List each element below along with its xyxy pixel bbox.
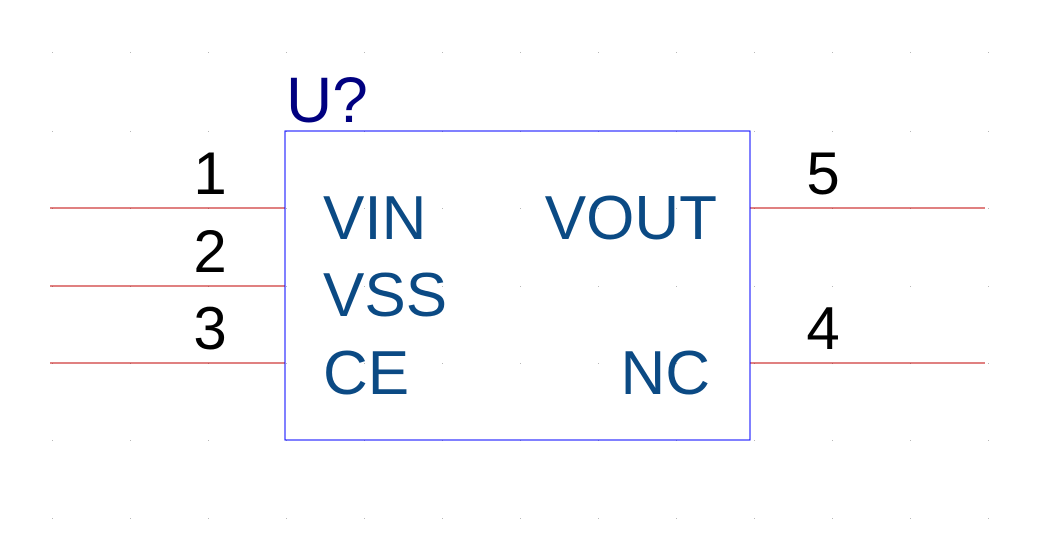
- grid-dot: [442, 208, 443, 209]
- grid-dot: [988, 131, 989, 132]
- grid-dot: [832, 286, 833, 287]
- grid-dot: [52, 131, 53, 132]
- pin-4-name: NC: [620, 339, 710, 408]
- grid-dot: [364, 363, 365, 364]
- grid-dot: [130, 518, 131, 519]
- grid-dot: [598, 52, 599, 53]
- pin-5-number: 5: [806, 140, 839, 207]
- grid-dot: [988, 363, 989, 364]
- grid-dot: [520, 518, 521, 519]
- pin-3-name: CE: [323, 339, 409, 408]
- grid-dot: [676, 208, 677, 209]
- grid-dot: [442, 52, 443, 53]
- grid-dot: [832, 52, 833, 53]
- grid-dot: [130, 440, 131, 441]
- component-body[interactable]: [284, 130, 751, 441]
- grid-dot: [988, 518, 989, 519]
- pin-2-name: VSS: [323, 261, 447, 330]
- grid-dot: [286, 286, 287, 287]
- grid-dot: [832, 131, 833, 132]
- grid-dot: [832, 518, 833, 519]
- component-designator: U?: [286, 64, 368, 136]
- grid-dot: [988, 208, 989, 209]
- pin-4-number: 4: [806, 295, 839, 362]
- grid-dot: [520, 363, 521, 364]
- grid-dot: [598, 208, 599, 209]
- grid-dot: [286, 518, 287, 519]
- grid-dot: [676, 286, 677, 287]
- grid-dot: [208, 518, 209, 519]
- grid-dot: [754, 131, 755, 132]
- grid-dot: [364, 208, 365, 209]
- grid-dot: [286, 52, 287, 53]
- grid-dot: [208, 52, 209, 53]
- pin-5-name: VOUT: [545, 184, 717, 253]
- grid-dot: [754, 518, 755, 519]
- grid-dot: [130, 52, 131, 53]
- grid-dot: [988, 286, 989, 287]
- grid-dot: [520, 286, 521, 287]
- pin-2-number: 2: [193, 218, 226, 285]
- grid-dot: [364, 518, 365, 519]
- grid-dot: [52, 518, 53, 519]
- grid-dot: [988, 52, 989, 53]
- grid-dot: [754, 286, 755, 287]
- grid-dot: [676, 363, 677, 364]
- pin-3-number: 3: [193, 295, 226, 362]
- pin-1-number: 1: [193, 140, 226, 207]
- pin-1-name: VIN: [323, 184, 426, 253]
- grid-dot: [520, 208, 521, 209]
- grid-dot: [130, 131, 131, 132]
- grid-dot: [364, 52, 365, 53]
- grid-dot: [520, 52, 521, 53]
- grid-dot: [754, 52, 755, 53]
- grid-dot: [832, 440, 833, 441]
- grid-dot: [910, 286, 911, 287]
- grid-dot: [910, 131, 911, 132]
- grid-dot: [442, 363, 443, 364]
- grid-dot: [364, 286, 365, 287]
- grid-dot: [52, 440, 53, 441]
- grid-dot: [442, 286, 443, 287]
- grid-dot: [910, 518, 911, 519]
- grid-dot: [286, 363, 287, 364]
- grid-dot: [208, 440, 209, 441]
- grid-dot: [598, 363, 599, 364]
- grid-dot: [286, 208, 287, 209]
- grid-dot: [52, 52, 53, 53]
- grid-dot: [598, 518, 599, 519]
- grid-dot: [676, 52, 677, 53]
- grid-dot: [442, 518, 443, 519]
- grid-dot: [754, 440, 755, 441]
- grid-dot: [910, 440, 911, 441]
- grid-dot: [208, 131, 209, 132]
- grid-dot: [988, 440, 989, 441]
- grid-dot: [676, 518, 677, 519]
- grid-dot: [598, 286, 599, 287]
- grid-dot: [910, 52, 911, 53]
